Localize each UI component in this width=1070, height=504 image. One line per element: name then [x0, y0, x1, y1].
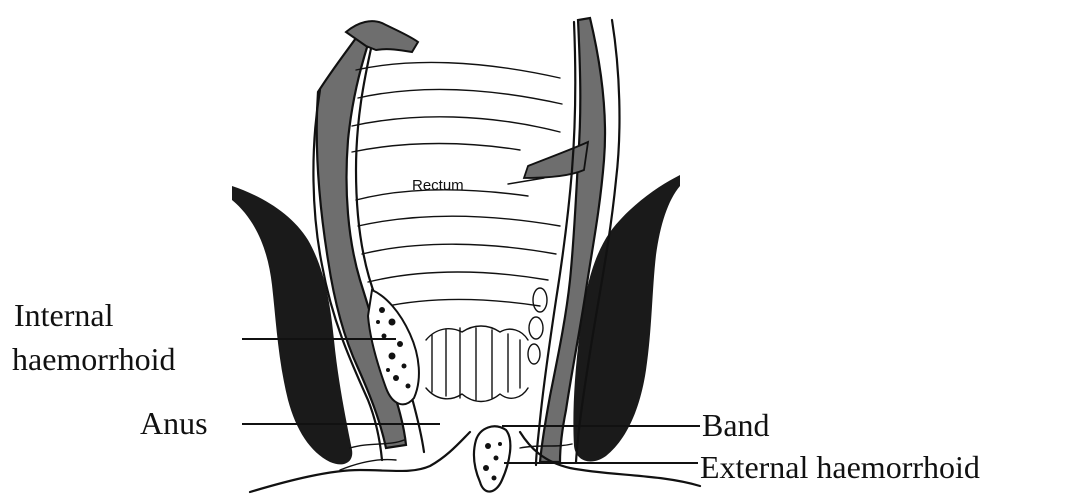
external-haemorrhoid-shape	[474, 426, 510, 491]
anal-columns	[426, 326, 528, 402]
internal-haemorrhoid-label-line2: haemorrhoid	[12, 341, 176, 377]
internal-haemorrhoid-label-line1: Internal	[14, 297, 114, 333]
external-haemorrhoid-label: External haemorrhoid	[700, 449, 980, 485]
right-wall-branch	[524, 142, 588, 178]
rectum-leader	[508, 178, 544, 184]
anal-verge-left	[250, 432, 470, 492]
band-label: Band	[702, 407, 770, 443]
right-wall-ovals	[528, 288, 547, 364]
rectum-label: Rectum	[412, 177, 464, 194]
anus-label: Anus	[140, 405, 208, 441]
